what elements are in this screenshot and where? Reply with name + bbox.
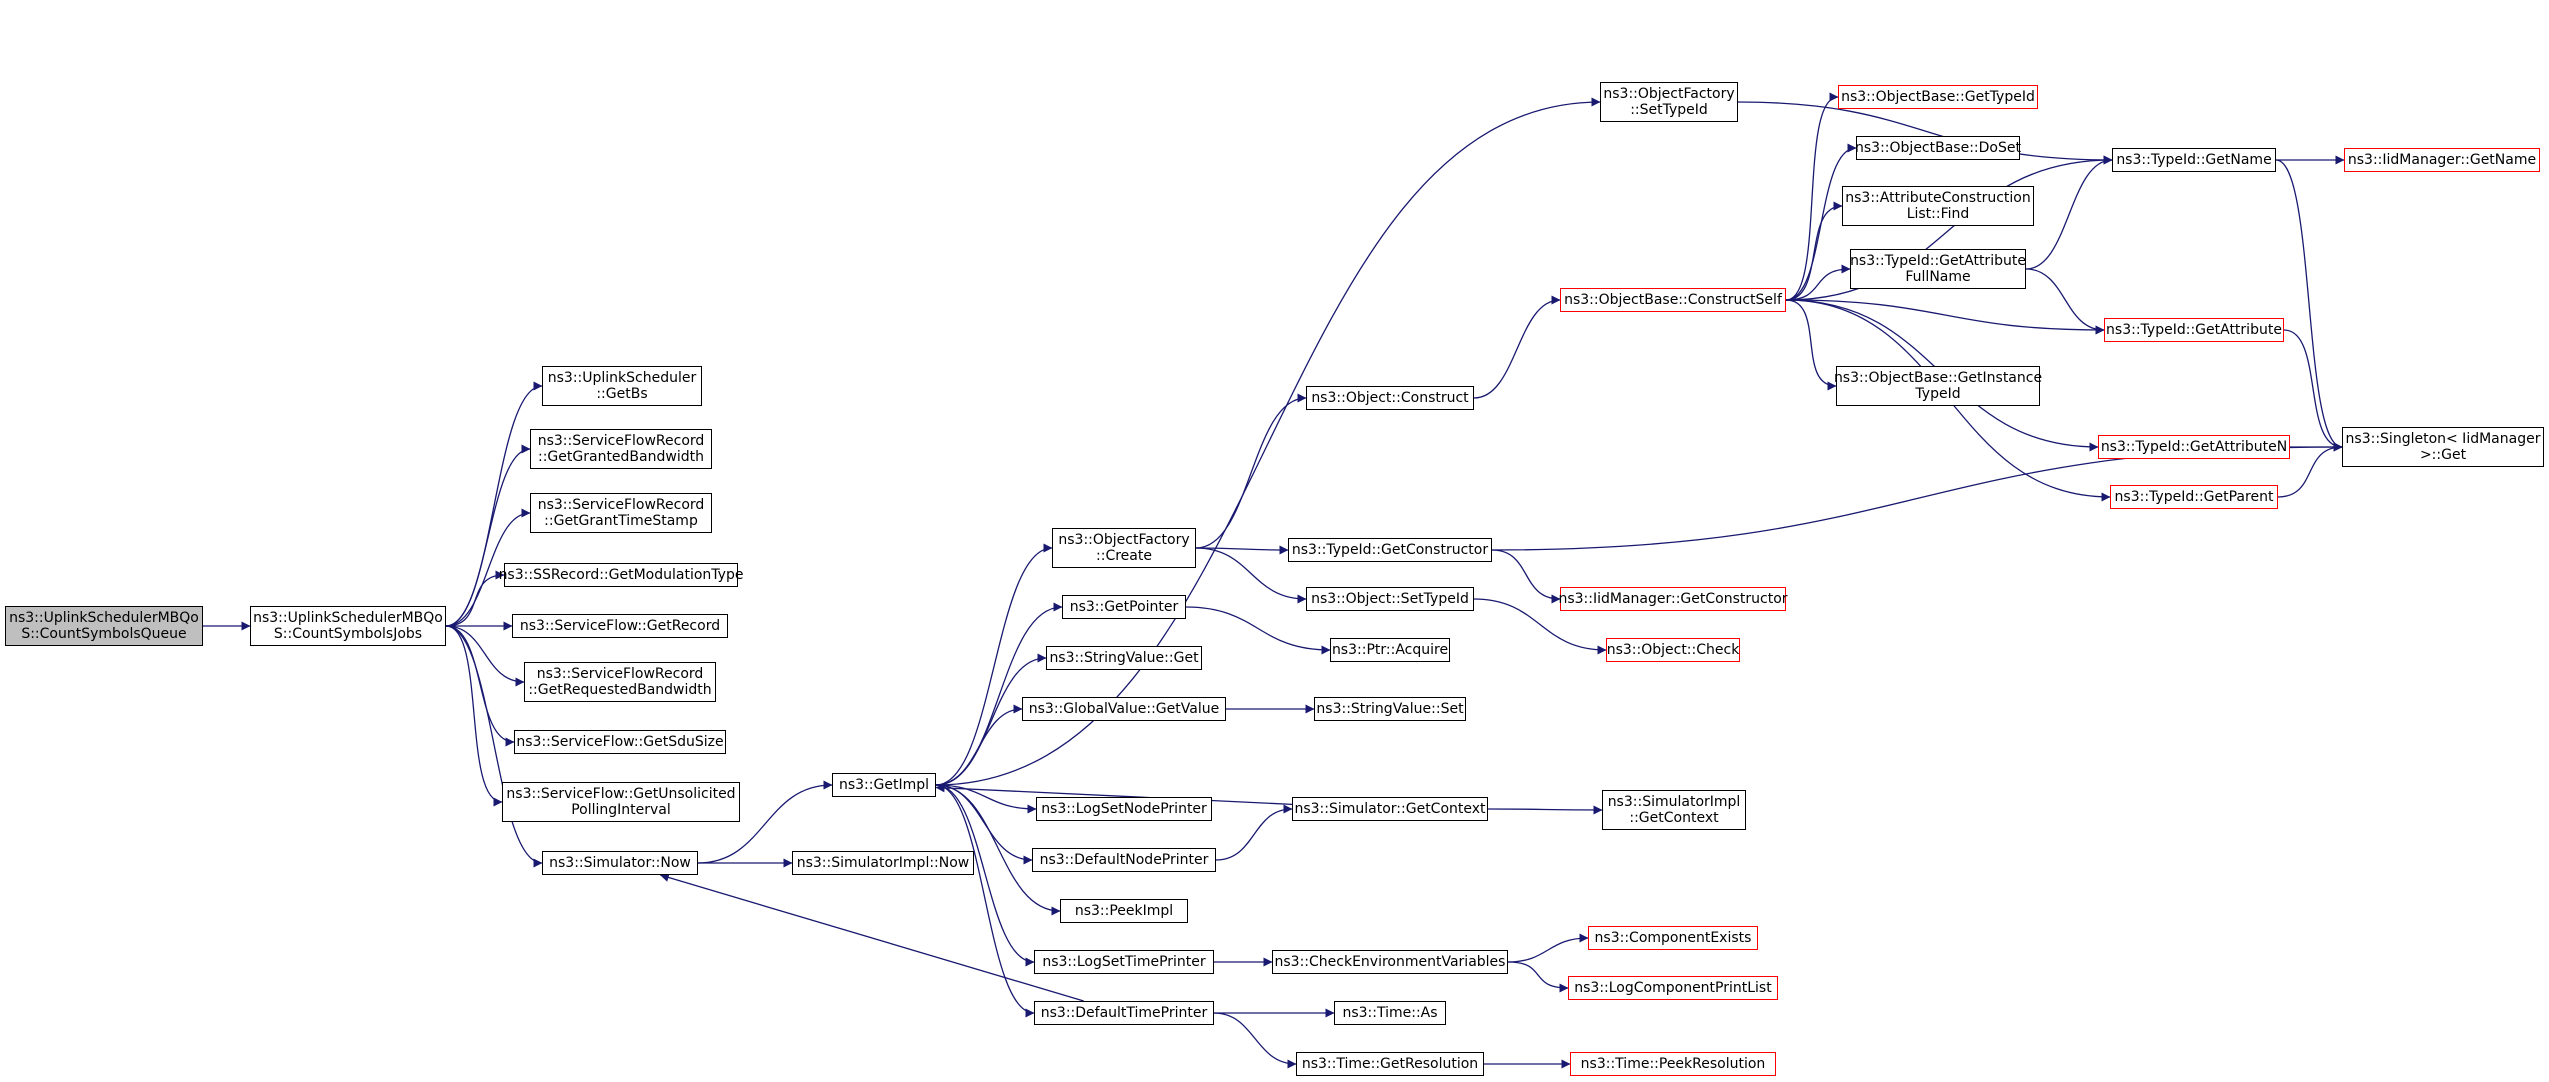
- node-lcpl[interactable]: ns3::LogComponentPrintList: [1568, 976, 1778, 1000]
- call-edge-getimpl-to-ofset: [935, 97, 1601, 786]
- call-edge-csj-to-getbs: [445, 381, 543, 627]
- node-singget[interactable]: ns3::Singleton< IidManager >::Get: [2342, 427, 2544, 467]
- call-edge-oconstruct-to-obcs: [1473, 295, 1561, 399]
- call-edge-getimpl-to-gvget: [935, 704, 1023, 786]
- node-svget[interactable]: ns3::StringValue::Get: [1046, 646, 1202, 670]
- call-edge-cev-to-compex: [1507, 933, 1589, 963]
- node-tidgan[interactable]: ns3::TypeId::GetAttributeN: [2098, 435, 2290, 459]
- node-ggts[interactable]: ns3::ServiceFlowRecord ::GetGrantTimeSta…: [530, 493, 712, 533]
- node-timegr[interactable]: ns3::Time::GetResolution: [1296, 1052, 1484, 1076]
- call-edge-obcs-to-obgit: [1785, 299, 1837, 391]
- node-iidgn[interactable]: ns3::IidManager::GetName: [2344, 148, 2540, 172]
- node-now[interactable]: ns3::Simulator::Now: [542, 851, 698, 875]
- call-edge-ofset-to-tidgn: [1737, 101, 2113, 165]
- call-edge-obcs-to-tidgn: [1785, 155, 2113, 301]
- call-edge-dtp-to-timegr: [1213, 1012, 1297, 1069]
- node-lstp[interactable]: ns3::LogSetTimePrinter: [1034, 950, 1214, 974]
- node-dtp[interactable]: ns3::DefaultTimePrinter: [1034, 1001, 1214, 1025]
- call-edge-csj-to-ggts: [445, 508, 531, 627]
- node-dnp[interactable]: ns3::DefaultNodePrinter: [1032, 848, 1216, 872]
- edge-layer: [203, 92, 2345, 1069]
- node-lsnp[interactable]: ns3::LogSetNodePrinter: [1036, 797, 1212, 821]
- node-peek[interactable]: ns3::PeekImpl: [1060, 899, 1188, 923]
- call-edge-obcs-to-tidga: [1785, 299, 2105, 335]
- node-getptr[interactable]: ns3::GetPointer: [1062, 595, 1186, 619]
- call-edge-tidgafn-to-tidgn: [2025, 155, 2113, 270]
- node-aclf[interactable]: ns3::AttributeConstruction List::Find: [1842, 186, 2034, 226]
- node-implnow[interactable]: ns3::SimulatorImpl::Now: [792, 851, 974, 875]
- call-edge-osettid-to-ocheck: [1473, 598, 1607, 655]
- call-edge-tidga-to-singget: [2283, 329, 2343, 452]
- node-ggb[interactable]: ns3::ServiceFlowRecord ::GetGrantedBandw…: [530, 429, 712, 469]
- call-edge-getimpl-to-getptr: [935, 602, 1063, 786]
- node-tidgp[interactable]: ns3::TypeId::GetParent: [2110, 485, 2278, 509]
- node-simimplgc[interactable]: ns3::SimulatorImpl ::GetContext: [1602, 790, 1746, 830]
- node-obcs[interactable]: ns3::ObjectBase::ConstructSelf: [1560, 288, 1786, 312]
- call-edge-getimpl-to-dtp: [935, 784, 1035, 1018]
- call-edge-now-to-getimpl: [697, 780, 833, 864]
- node-gupi[interactable]: ns3::ServiceFlow::GetUnsolicited Polling…: [502, 782, 740, 822]
- node-tpr[interactable]: ns3::Time::PeekResolution: [1570, 1052, 1776, 1076]
- call-edge-tidgn-to-singget: [2275, 159, 2343, 452]
- call-edge-dnp-to-simgc: [1215, 804, 1293, 861]
- call-edge-getimpl-to-lsnp: [935, 784, 1037, 814]
- node-oconstruct[interactable]: ns3::Object::Construct: [1306, 386, 1474, 410]
- call-edge-obcs-to-obgti: [1785, 92, 1839, 301]
- call-edge-getimpl-to-ofcreate: [935, 543, 1053, 786]
- call-edge-dtp-to-now: [659, 873, 1084, 1002]
- node-simgc[interactable]: ns3::Simulator::GetContext: [1292, 797, 1488, 821]
- call-edge-ofcreate-to-tidgc: [1195, 545, 1289, 555]
- call-edge-simgc-to-getimpl: [935, 783, 1293, 806]
- node-getbs[interactable]: ns3::UplinkScheduler ::GetBs: [542, 366, 702, 406]
- node-ocheck[interactable]: ns3::Object::Check: [1606, 638, 1740, 662]
- call-edge-csj-to-gupi: [445, 625, 503, 807]
- node-ofset[interactable]: ns3::ObjectFactory ::SetTypeId: [1600, 82, 1738, 122]
- call-edge-obcs-to-tidgafn: [1785, 264, 1851, 301]
- call-edge-csj-to-now: [445, 625, 543, 868]
- node-root: ns3::UplinkSchedulerMBQo S::CountSymbols…: [5, 606, 203, 646]
- node-tidga[interactable]: ns3::TypeId::GetAttribute: [2104, 318, 2284, 342]
- node-obgit[interactable]: ns3::ObjectBase::GetInstance TypeId: [1834, 366, 2042, 406]
- call-edge-csj-to-ggb: [445, 444, 531, 627]
- node-tidgc[interactable]: ns3::TypeId::GetConstructor: [1288, 538, 1492, 562]
- call-edge-csj-to-grb: [445, 625, 525, 687]
- call-edge-ofcreate-to-oconstruct: [1195, 393, 1307, 549]
- node-osettid[interactable]: ns3::Object::SetTypeId: [1306, 587, 1474, 611]
- node-gvget[interactable]: ns3::GlobalValue::GetValue: [1022, 697, 1226, 721]
- node-ofcreate[interactable]: ns3::ObjectFactory ::Create: [1052, 528, 1196, 568]
- node-ptracq[interactable]: ns3::Ptr::Acquire: [1330, 638, 1450, 662]
- call-edge-getptr-to-ptracq: [1185, 606, 1331, 655]
- node-cev[interactable]: ns3::CheckEnvironmentVariables: [1272, 950, 1508, 974]
- call-edge-tidgc-to-iidgc: [1491, 549, 1561, 604]
- call-edge-tidgafn-to-tidga: [2025, 268, 2105, 335]
- node-tidgn[interactable]: ns3::TypeId::GetName: [2112, 148, 2276, 172]
- node-obgti[interactable]: ns3::ObjectBase::GetTypeId: [1838, 85, 2038, 109]
- call-edge-csj-to-gmt: [445, 570, 505, 627]
- call-edge-cev-to-lcpl: [1507, 961, 1569, 993]
- node-timeas[interactable]: ns3::Time::As: [1334, 1001, 1446, 1025]
- node-obdoset[interactable]: ns3::ObjectBase::DoSet: [1855, 136, 2021, 160]
- call-edge-tidgp-to-singget: [2277, 442, 2343, 498]
- call-edge-getimpl-to-peek: [935, 784, 1061, 916]
- node-tidgafn[interactable]: ns3::TypeId::GetAttribute FullName: [1850, 249, 2026, 289]
- node-getimpl[interactable]: ns3::GetImpl: [832, 773, 936, 797]
- call-edge-obcs-to-aclf: [1785, 201, 1843, 301]
- call-edge-getimpl-to-lstp: [935, 784, 1035, 967]
- node-grec[interactable]: ns3::ServiceFlow::GetRecord: [512, 614, 728, 638]
- node-csj[interactable]: ns3::UplinkSchedulerMBQo S::CountSymbols…: [250, 606, 446, 646]
- node-gmt[interactable]: ns3::SSRecord::GetModulationType: [499, 563, 743, 587]
- call-edge-ofcreate-to-osettid: [1195, 547, 1307, 604]
- node-iidgc[interactable]: ns3::IidManager::GetConstructor: [1558, 587, 1788, 611]
- node-gsdu[interactable]: ns3::ServiceFlow::GetSduSize: [514, 730, 726, 754]
- node-compex[interactable]: ns3::ComponentExists: [1588, 926, 1758, 950]
- call-edge-simgc-to-simimplgc: [1487, 805, 1603, 815]
- node-grb[interactable]: ns3::ServiceFlowRecord ::GetRequestedBan…: [524, 662, 716, 702]
- node-svset[interactable]: ns3::StringValue::Set: [1314, 697, 1466, 721]
